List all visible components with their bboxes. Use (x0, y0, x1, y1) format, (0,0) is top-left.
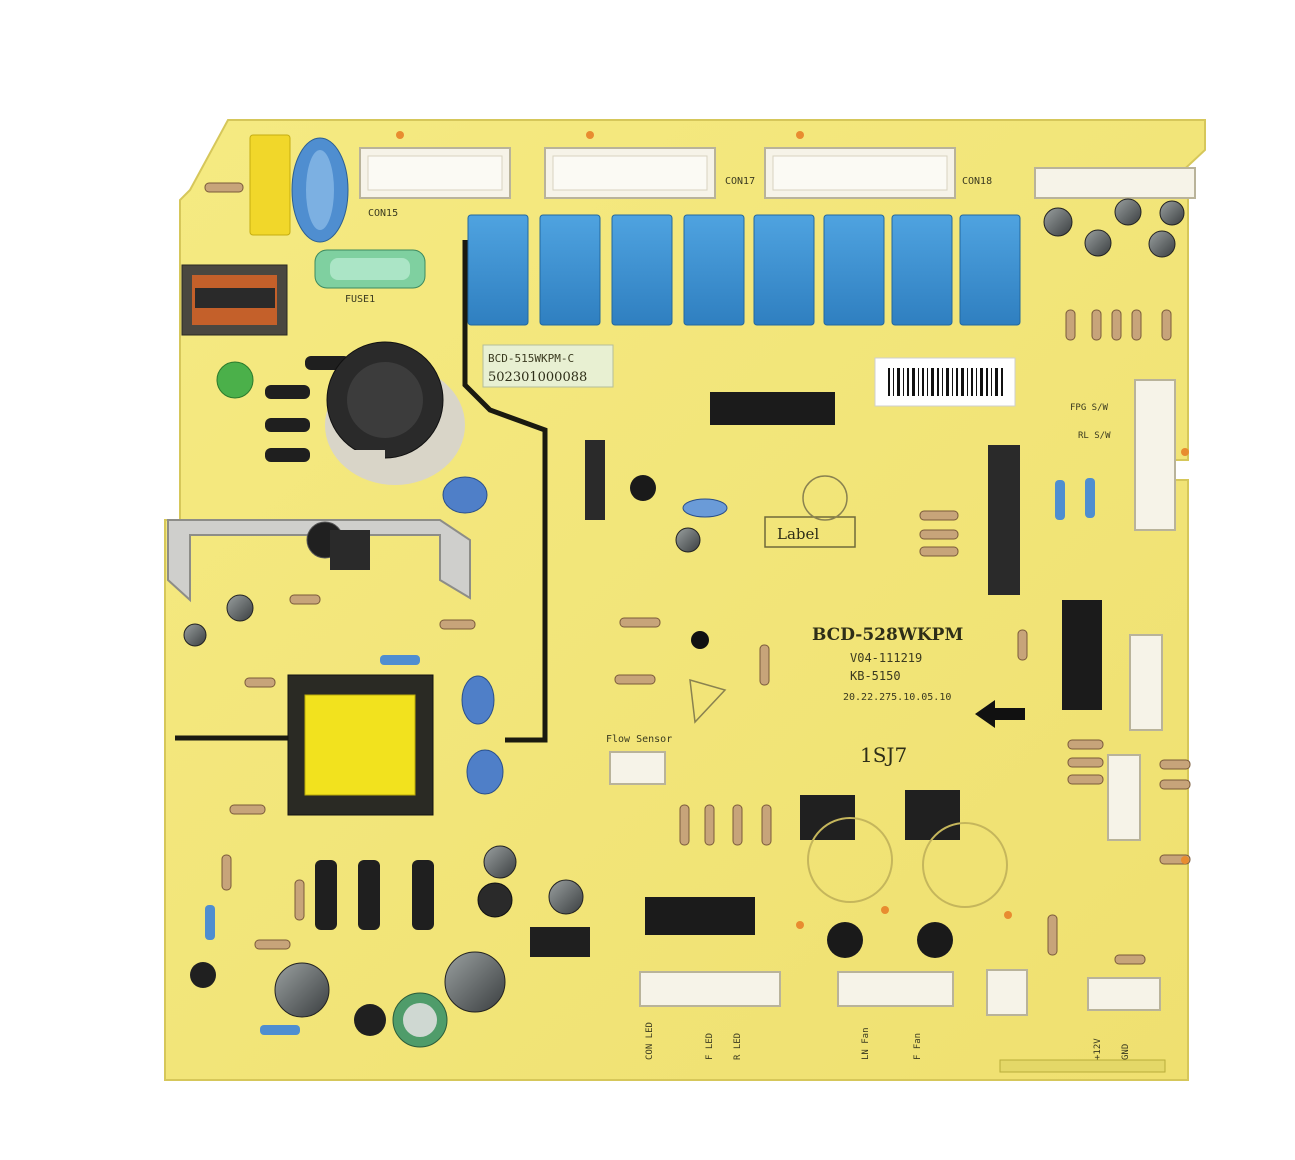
ic-chip (1062, 600, 1102, 710)
f-fan-label: F Fan (913, 1033, 923, 1060)
y-capacitor (466, 749, 504, 795)
blue-resistor (260, 1025, 300, 1035)
y-capacitor (461, 675, 495, 725)
connector-bottom (986, 969, 1028, 1016)
con18-label: CON18 (962, 176, 992, 187)
relay-socket (530, 927, 590, 957)
connector-right (1134, 379, 1176, 531)
fpg-sw-label: FPG S/W (1070, 403, 1109, 413)
bulk-capacitor (325, 341, 465, 485)
regulator (330, 530, 370, 570)
board-trace (462, 240, 548, 743)
connector-right (1107, 754, 1141, 841)
diode (265, 448, 310, 462)
sticker-serial: 502301000088 (488, 370, 587, 385)
con17-label: CON17 (725, 176, 755, 187)
rl-sw-label: RL S/W (1078, 431, 1111, 441)
label-box (764, 516, 856, 548)
blue-resistor (380, 655, 420, 665)
board-version: V04-111219 (850, 651, 922, 665)
toroid-coil (807, 817, 893, 903)
connector-bottom (837, 971, 954, 1007)
connector-flow-sensor (609, 751, 666, 785)
power-transistor (905, 790, 960, 840)
blue-resistor (1055, 480, 1065, 520)
transformer (287, 674, 434, 816)
polarized-capacitor (827, 922, 863, 958)
diode (265, 418, 310, 432)
resistors (204, 182, 1191, 965)
y-capacitor (682, 498, 728, 518)
small-capacitors (183, 198, 1185, 1048)
con-led-label: CON LED (645, 1022, 655, 1060)
connector-top-right (1034, 167, 1196, 199)
rectifier-diodes (315, 860, 434, 930)
blue-resistor (205, 905, 215, 940)
board-model: BCD-528WKPM (812, 625, 963, 645)
recycle-icon (802, 475, 848, 521)
connector-bottom (1087, 977, 1161, 1011)
blue-resistor (1085, 478, 1095, 518)
varistor-highlight (306, 150, 334, 230)
label-stamp: Label (777, 525, 819, 543)
board-kb-code: KB-5150 (850, 669, 901, 683)
connector-bottom (639, 971, 781, 1007)
y-capacitor (442, 476, 488, 514)
board-part-number: 20.22.275.10.05.10 (843, 692, 951, 703)
ic-connector (585, 440, 605, 520)
choke (181, 264, 288, 336)
connector-con17 (544, 147, 716, 199)
fuse (314, 249, 426, 289)
flow-sensor-label: Flow Sensor (606, 734, 672, 745)
heatsink (167, 519, 471, 603)
sticker-model: BCD-515WKPM-C (488, 352, 574, 365)
polarized-capacitor (917, 922, 953, 958)
relay-bank (467, 214, 1021, 326)
arrow-left-icon (975, 700, 1025, 728)
connector-right (1129, 634, 1163, 731)
x-capacitor (249, 134, 291, 236)
toroid-coil (922, 822, 1008, 908)
warning-triangle-icon (689, 678, 727, 724)
connector-con18 (764, 147, 956, 199)
mounting-hole (691, 631, 709, 649)
fuse-label: FUSE1 (345, 294, 375, 305)
ln-fan-label: LN Fan (861, 1027, 871, 1060)
connector-con15 (359, 147, 511, 199)
ceramic-capacitor (216, 361, 254, 399)
ic-chip (645, 897, 755, 935)
con15-label: CON15 (368, 208, 398, 219)
diode (265, 385, 310, 399)
handwriting: 1SJ7 (860, 743, 907, 767)
f-led-label: F LED (705, 1033, 715, 1060)
pin-12v-label: +12V (1093, 1038, 1103, 1060)
vertical-connector (988, 445, 1020, 595)
pin-gnd-label: GND (1121, 1044, 1131, 1060)
orange-markers (396, 131, 1189, 929)
ic-chip (710, 392, 835, 425)
r-led-label: R LED (733, 1033, 743, 1060)
barcode-sticker (874, 357, 1016, 407)
test-pads (999, 1059, 1166, 1073)
model-sticker (482, 344, 614, 388)
transistor (630, 475, 656, 501)
